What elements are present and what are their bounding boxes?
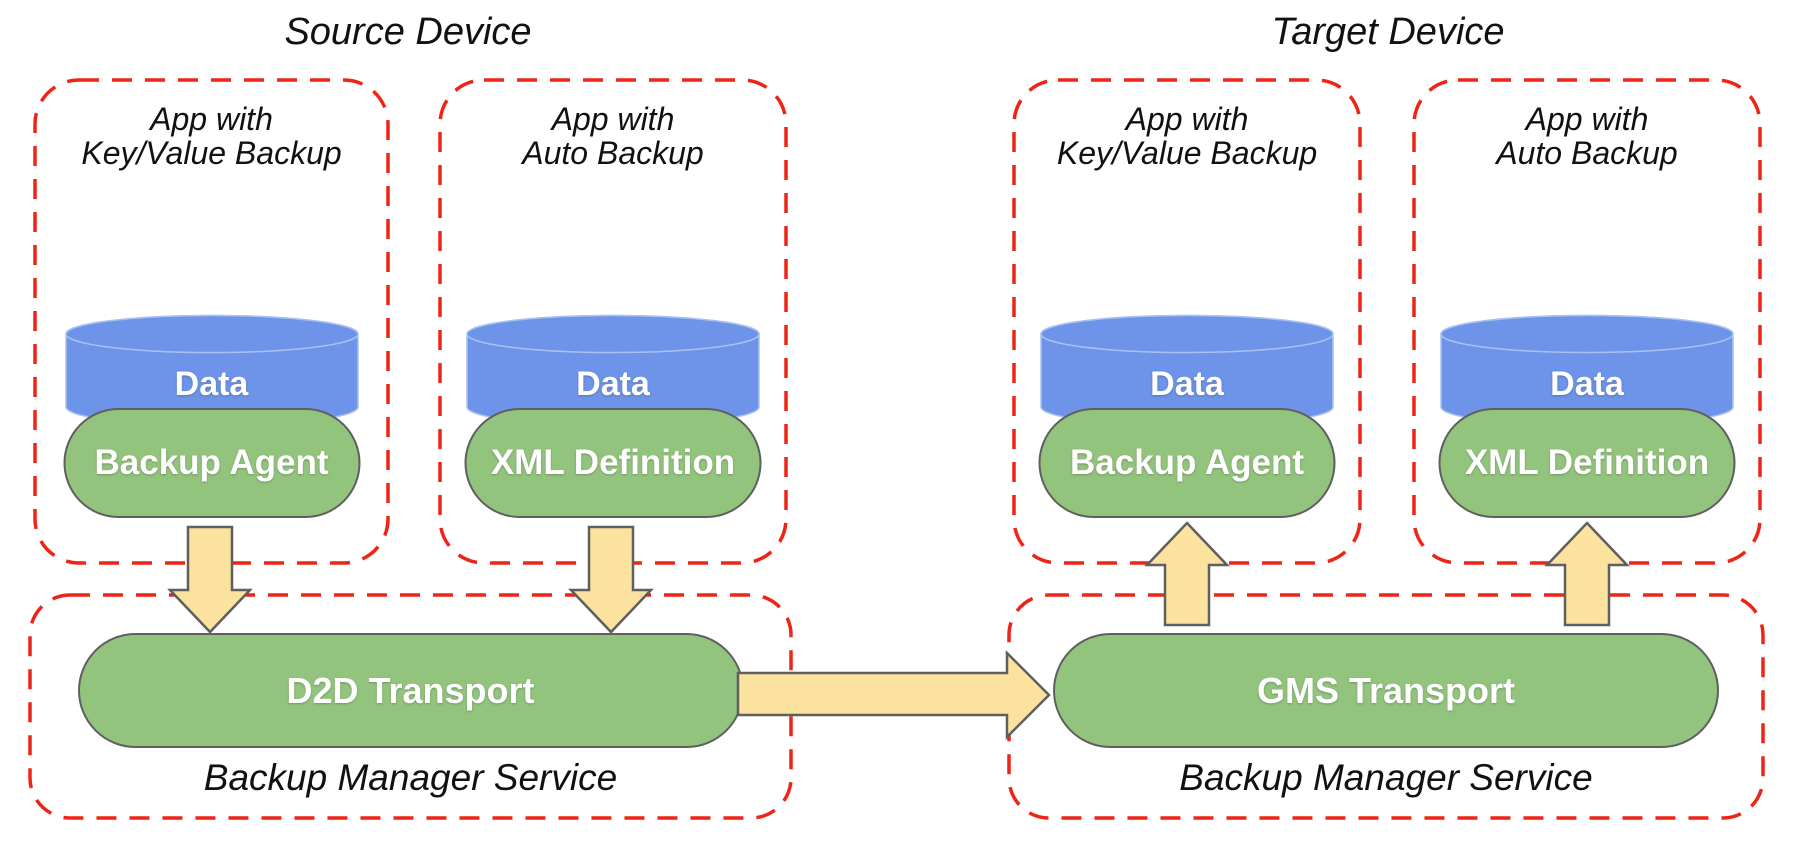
data-label: Data bbox=[174, 365, 249, 403]
app-title: App with Key/Value Backup bbox=[1056, 101, 1318, 172]
backup-manager-service-box-target: GMS Transport Backup Manager Service bbox=[1007, 593, 1765, 820]
backup-manager-service-box-source: D2D Transport Backup Manager Service bbox=[28, 593, 793, 820]
app-box-keyvalue-target: App with Key/Value Backup Data Backup Ag… bbox=[1012, 78, 1362, 565]
data-label: Data bbox=[576, 365, 650, 403]
data-cylinder: Data bbox=[1040, 314, 1335, 427]
xml-definition-pill: XML Definition bbox=[464, 408, 762, 518]
data-cylinder: Data bbox=[1440, 314, 1735, 427]
data-label: Data bbox=[1150, 365, 1224, 403]
cylinder-shape bbox=[1440, 314, 1734, 427]
data-label: Data bbox=[1550, 365, 1624, 403]
data-cylinder: Data bbox=[64, 314, 359, 427]
service-label: Backup Manager Service bbox=[203, 757, 618, 798]
service-label: Backup Manager Service bbox=[1179, 757, 1593, 798]
app-box-keyvalue-source: App with Key/Value Backup Data Backup Ag… bbox=[33, 78, 390, 565]
cylinder-shape bbox=[64, 314, 359, 427]
cylinder-shape bbox=[1040, 314, 1334, 427]
source-device-title: Source Device bbox=[284, 11, 532, 53]
target-device-title: Target Device bbox=[1271, 11, 1505, 53]
backup-agent-pill: Backup Agent bbox=[63, 408, 360, 518]
dashed-border bbox=[28, 593, 793, 820]
app-title: App with Key/Value Backup bbox=[81, 101, 342, 172]
app-title: App with Auto Backup bbox=[1496, 101, 1678, 172]
app-box-auto-target: App with Auto Backup Data XML Definition bbox=[1412, 78, 1762, 565]
xml-definition-pill: XML Definition bbox=[1438, 408, 1736, 518]
gms-transport-pill: GMS Transport bbox=[1053, 633, 1719, 748]
app-box-auto-source: App with Auto Backup Data XML Definition bbox=[438, 78, 788, 565]
backup-agent-pill: Backup Agent bbox=[1038, 408, 1336, 518]
d2d-transport-pill: D2D Transport bbox=[77, 633, 744, 748]
app-title: App with Auto Backup bbox=[522, 101, 704, 172]
